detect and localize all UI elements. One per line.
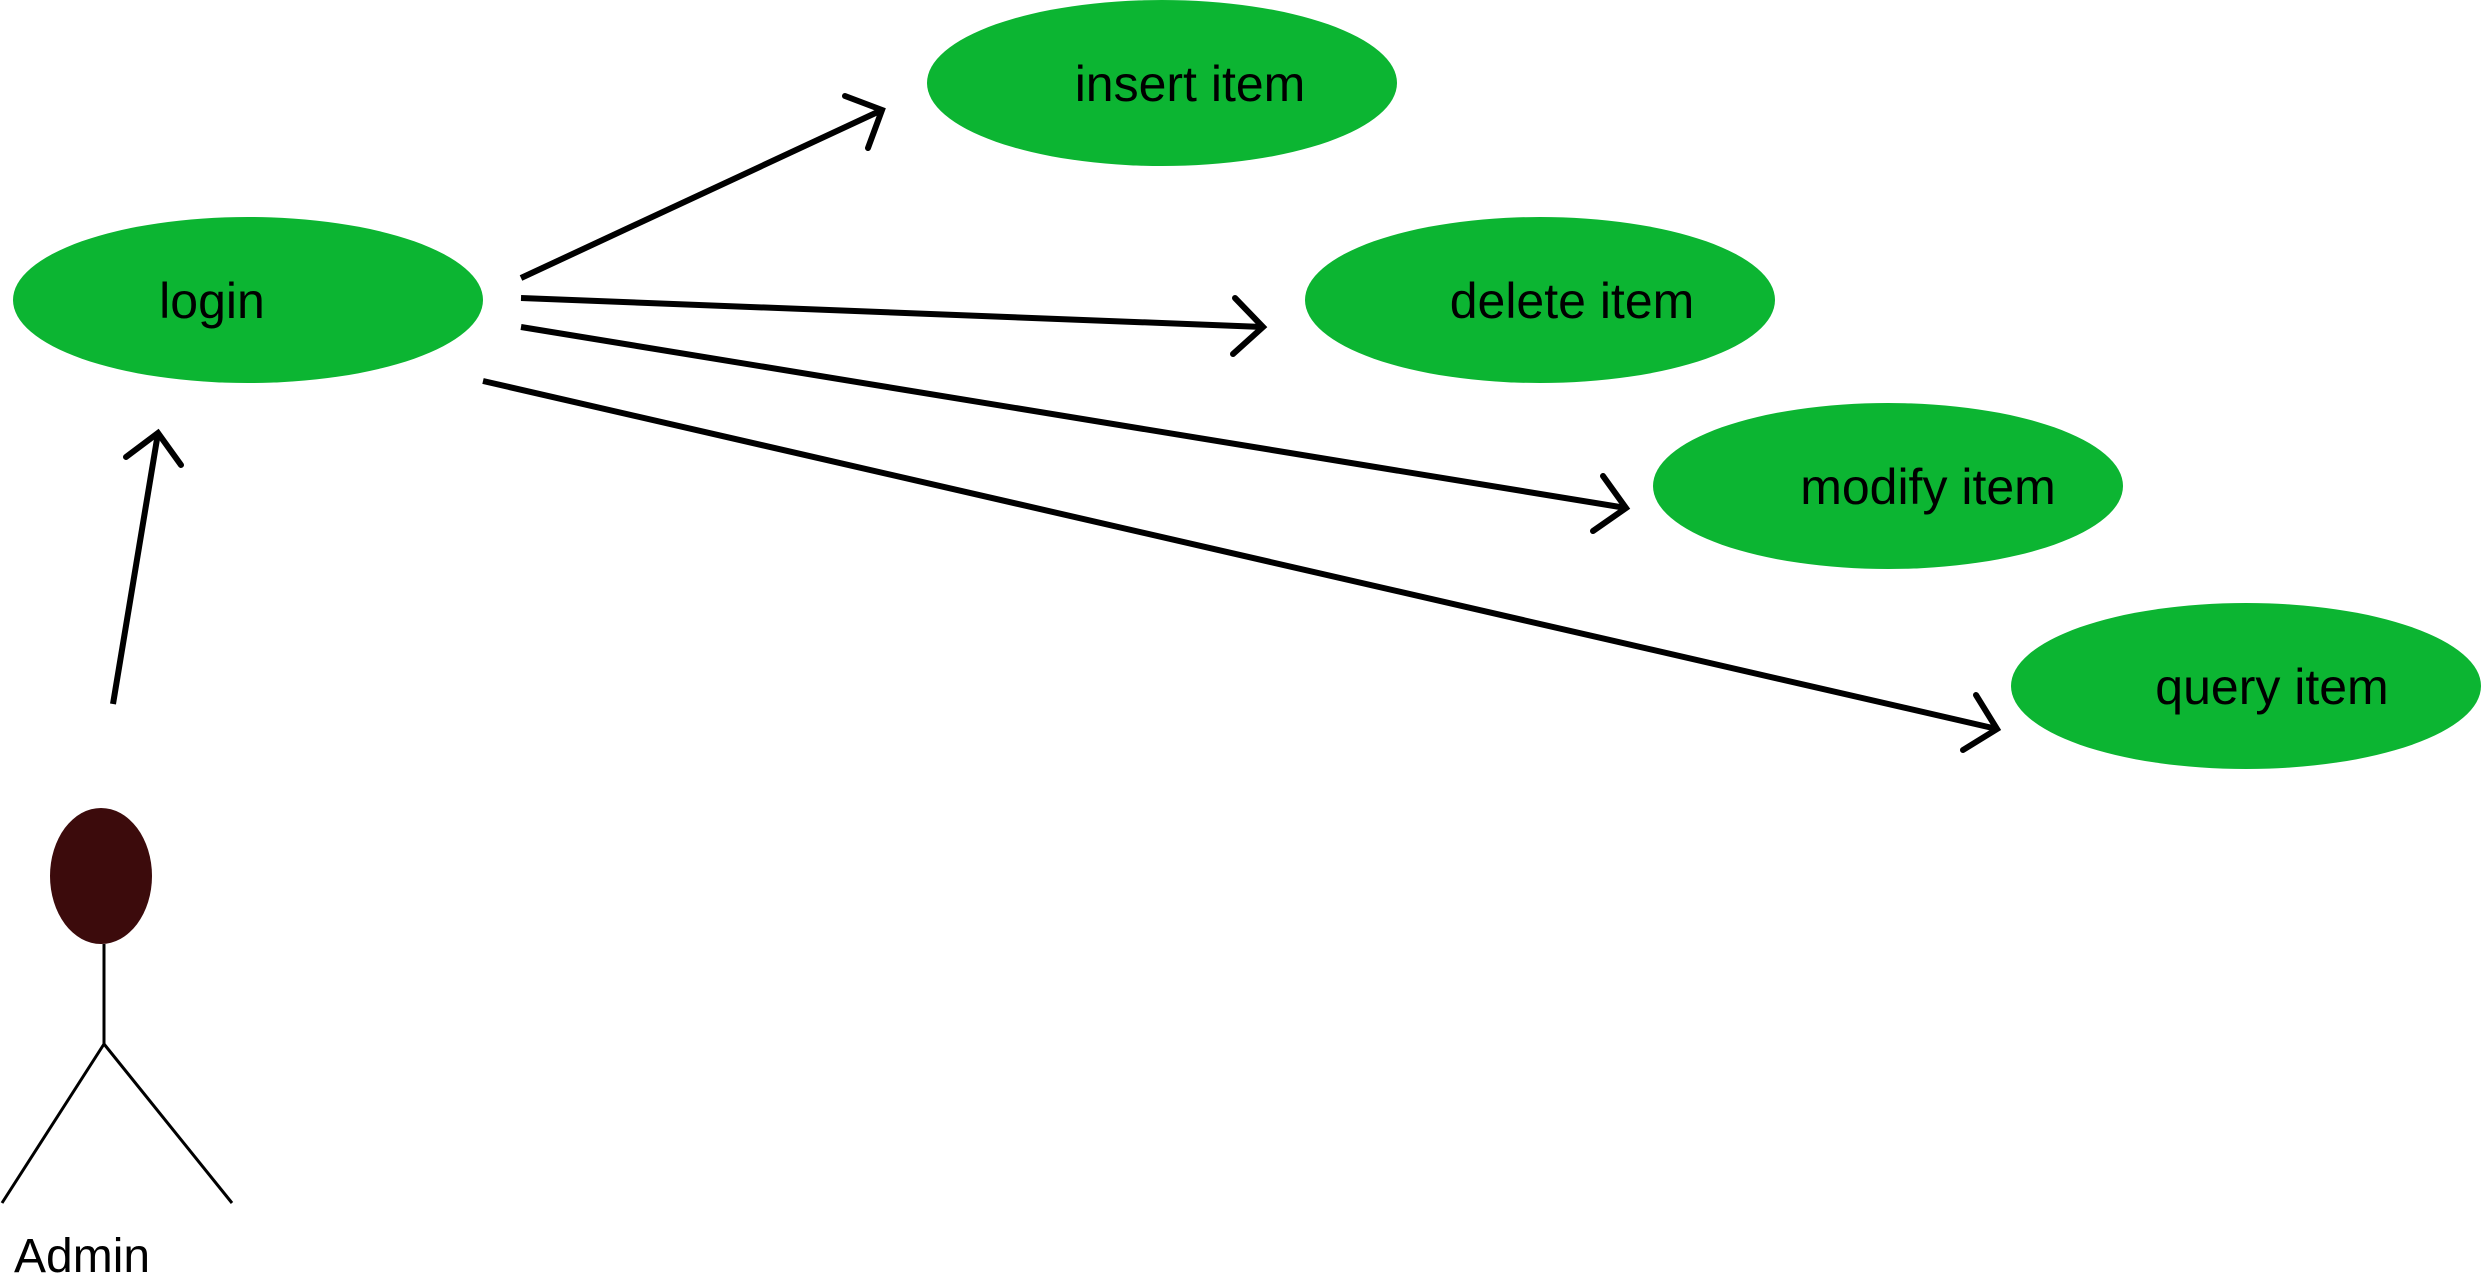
use-case-delete-item-shape xyxy=(1305,217,1775,383)
arrow-actor-to-login-line xyxy=(110,432,161,705)
use-case-insert-item: insert item xyxy=(927,0,1397,166)
actor-right-leg xyxy=(102,1043,234,1204)
use-case-query-item-label: query item xyxy=(2155,659,2388,715)
actor-body-icon xyxy=(0,944,234,1204)
use-case-insert-item-label: insert item xyxy=(1075,56,1306,112)
use-case-modify-item-shape xyxy=(1653,403,2123,569)
use-case-modify-item: modify item xyxy=(1653,403,2123,569)
arrow-login-to-delete-line xyxy=(520,295,1264,330)
actor-label: Admin xyxy=(14,1230,150,1276)
arrow-login-to-modify-head xyxy=(1590,473,1631,534)
arrow-login-to-query xyxy=(482,378,2002,753)
arrow-login-to-insert-head xyxy=(842,93,886,151)
arrow-login-to-modify xyxy=(520,324,1631,534)
arrow-login-to-query-line xyxy=(482,378,1998,732)
arrow-actor-to-login xyxy=(110,428,184,705)
use-case-query-item: query item xyxy=(2011,603,2481,769)
use-case-login-label: login xyxy=(159,273,265,329)
use-case-login: login xyxy=(13,217,483,383)
use-case-query-item-shape xyxy=(2011,603,2481,769)
arrow-login-to-insert-line xyxy=(519,107,884,281)
use-case-delete-item-label: delete item xyxy=(1450,273,1695,329)
arrow-actor-to-login-head xyxy=(123,428,184,468)
actor-admin: Admin xyxy=(0,808,234,1276)
actor-head-icon xyxy=(50,808,152,944)
arrow-login-to-query-head xyxy=(1960,692,2002,753)
actor-left-leg xyxy=(0,1043,106,1204)
arrow-login-to-delete-head xyxy=(1230,295,1268,357)
use-case-insert-item-shape xyxy=(927,0,1397,166)
arrow-login-to-insert xyxy=(519,93,886,281)
arrow-login-to-delete xyxy=(520,295,1268,357)
arrow-login-to-modify-line xyxy=(520,324,1627,511)
use-case-delete-item: delete item xyxy=(1305,217,1775,383)
use-case-login-shape xyxy=(13,217,483,383)
use-case-modify-item-label: modify item xyxy=(1800,459,2056,515)
